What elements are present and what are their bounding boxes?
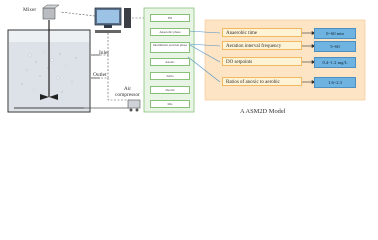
mixer-label: Mixer <box>23 7 37 13</box>
outlet-label: Outlet <box>93 72 107 78</box>
param-anoxic-aerobic-ratio: Ratios of anoxic to aerobic <box>222 77 302 86</box>
phase-settle: Settle <box>150 72 190 80</box>
range-anoxic-aerobic-ratio: 1.6~2.3 <box>314 77 356 88</box>
range-do-setpoints: 0.4~1.2 mg/L <box>314 57 356 68</box>
model-caption: A ASM2D Model <box>240 108 286 115</box>
pipes <box>84 54 130 109</box>
phase-anaerobic: Anaerobic phase <box>150 28 190 36</box>
phase-intermittent-aeration: Intermittent aeration phase <box>150 42 190 53</box>
range-arrows <box>302 31 316 84</box>
param-anaerobic-time: Anaerobic time <box>222 28 302 37</box>
phase-fill: Fill <box>150 14 190 22</box>
inlet-label: Inlet <box>99 50 109 56</box>
computer-icon <box>94 7 131 33</box>
reactor-tank <box>7 20 91 113</box>
phase-anoxic: Anoxic <box>150 58 190 66</box>
mixer-motor <box>42 4 60 20</box>
air-compressor-label: Air compressor <box>115 86 140 98</box>
phase-arrows <box>187 30 221 83</box>
diagram-stage: Mixer Inlet Outlet Air compressor Fill A… <box>7 4 366 115</box>
param-aeration-interval-frequency: Aeration interval frequency <box>222 41 302 50</box>
range-aeration-interval-frequency: 5~60 <box>314 41 356 52</box>
param-do-setpoints: DO setpoints <box>222 57 302 66</box>
phase-decant: Decant <box>150 86 190 94</box>
range-anaerobic-time: 0~60 min <box>314 28 356 39</box>
air-compressor-icon <box>127 99 141 112</box>
phase-idle: Idle <box>150 100 190 108</box>
